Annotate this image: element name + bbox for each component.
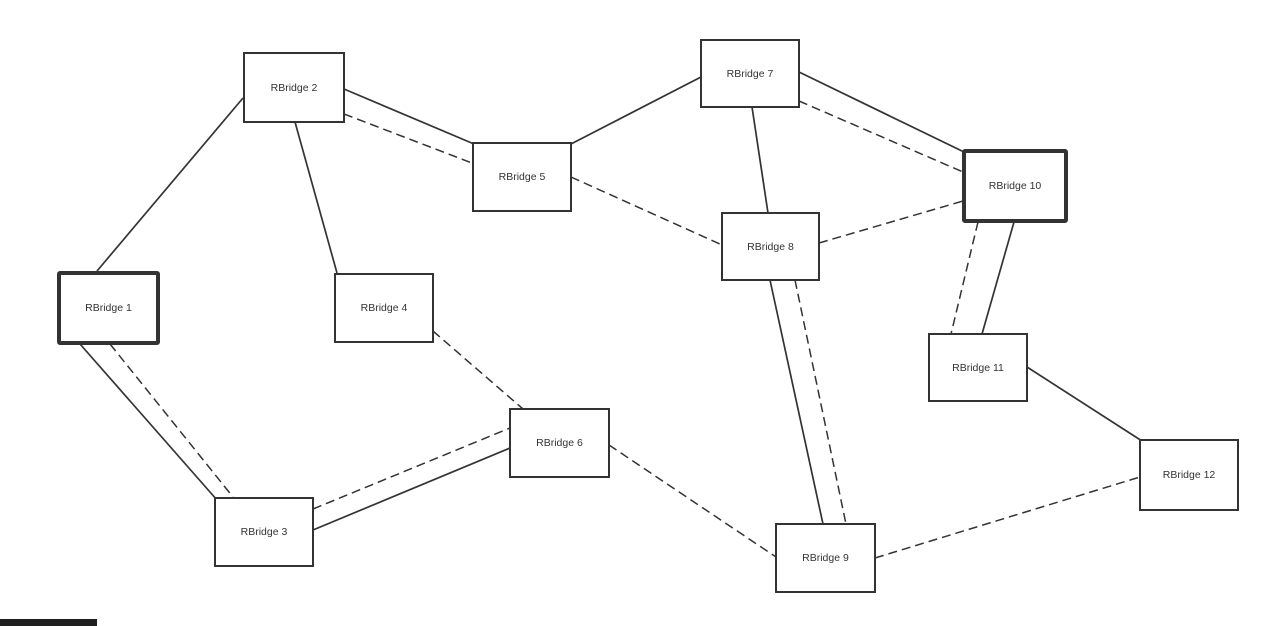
- edge-rbridge-2-rbridge-1-solid: [96, 97, 244, 272]
- edge-rbridge-8-rbridge-10-dashed: [818, 200, 964, 244]
- node-label: RBridge 12: [1162, 469, 1216, 481]
- node-label: RBridge 7: [726, 67, 774, 80]
- edge-rbridge-5-rbridge-8-dashed: [570, 176, 723, 246]
- node-label: RBridge 2: [270, 81, 318, 94]
- node-rbridge-11: RBridge 11: [928, 333, 1028, 402]
- edge-rbridge-7-rbridge-8-solid: [751, 106, 769, 214]
- edge-rbridge-6-rbridge-9-dashed: [608, 444, 777, 558]
- edge-rbridge-2-rbridge-5-solid: [343, 88, 475, 145]
- edge-rbridge-7-rbridge-10-dashed: [798, 100, 964, 173]
- edge-rbridge-3-rbridge-6-dashed: [312, 427, 511, 510]
- edge-rbridge-3-rbridge-6-solid: [312, 447, 511, 531]
- edge-rbridge-11-rbridge-12-solid: [1026, 366, 1143, 442]
- node-rbridge-9: RBridge 9: [775, 523, 876, 593]
- edge-rbridge-1-rbridge-3-solid: [79, 343, 218, 501]
- node-rbridge-6: RBridge 6: [509, 408, 610, 478]
- node-label: RBridge 1: [85, 302, 132, 314]
- node-label: RBridge 6: [536, 437, 583, 449]
- edge-rbridge-10-rbridge-11-solid: [981, 221, 1015, 335]
- node-rbridge-3: RBridge 3: [214, 497, 314, 567]
- node-rbridge-10: RBridge 10: [962, 149, 1068, 223]
- bottom-left-dark-bar: [0, 619, 97, 626]
- node-label: RBridge 9: [802, 552, 849, 564]
- node-rbridge-12: RBridge 12: [1139, 439, 1239, 511]
- edge-rbridge-2-rbridge-4-solid: [294, 121, 338, 274]
- edge-rbridge-7-rbridge-10-solid: [798, 71, 965, 153]
- node-label: RBridge 4: [360, 302, 408, 314]
- node-rbridge-2: RBridge 2: [243, 52, 345, 123]
- edge-rbridge-9-rbridge-12-dashed: [874, 476, 1141, 559]
- edge-rbridge-4-rbridge-6-dashed: [432, 330, 524, 410]
- edge-rbridge-10-rbridge-11-dashed: [950, 221, 979, 335]
- edge-rbridge-8-rbridge-9-dashed: [794, 279, 847, 525]
- node-rbridge-1: RBridge 1: [57, 271, 160, 345]
- node-label: RBridge 11: [952, 361, 1004, 374]
- edge-rbridge-8-rbridge-9-solid: [769, 279, 824, 525]
- node-rbridge-8: RBridge 8: [721, 212, 820, 281]
- node-label: RBridge 10: [988, 180, 1042, 192]
- edge-rbridge-2-rbridge-5-dashed: [343, 113, 473, 164]
- node-rbridge-4: RBridge 4: [334, 273, 434, 343]
- edge-rbridge-5-rbridge-7-solid: [570, 76, 702, 145]
- node-rbridge-5: RBridge 5: [472, 142, 572, 212]
- node-rbridge-7: RBridge 7: [700, 39, 800, 108]
- node-label: RBridge 5: [498, 171, 546, 183]
- edge-rbridge-1-rbridge-3-dashed: [109, 343, 234, 498]
- node-label: RBridge 8: [747, 240, 794, 253]
- node-label: RBridge 3: [240, 526, 288, 538]
